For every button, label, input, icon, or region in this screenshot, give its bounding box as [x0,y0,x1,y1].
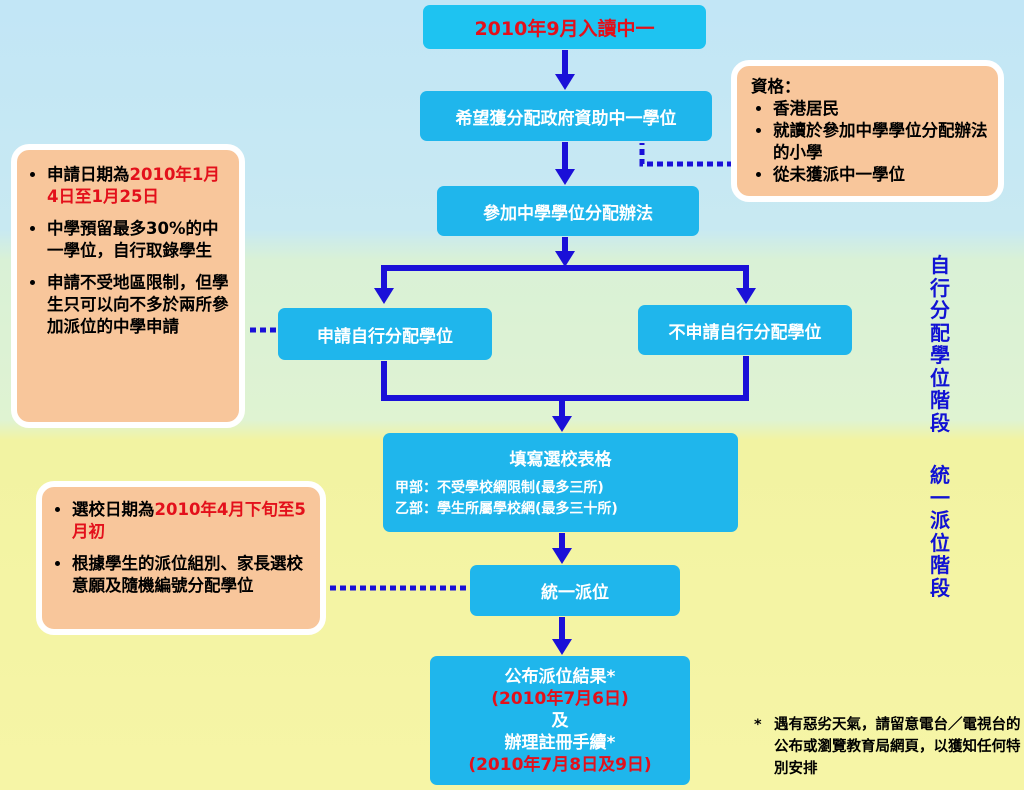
node-wish-government-place: 希望獲分配政府資助中一學位 [420,91,712,141]
note-discretionary-details: 申請日期為2010年1月4日至1月25日 中學預留最多30%的中一學位，自行取錄… [11,144,245,428]
node-announce-result: 公布派位結果* (2010年7月6日) 及 辦理註冊手續* (2010年7月8日… [430,656,690,785]
note-left-item-1: 申請日期為2010年1月4日至1月25日 [47,164,229,208]
footnote-star: * [754,717,762,733]
node-not-apply-label: 不申請自行分配學位 [668,322,822,343]
node-enter-form-one-label: 2010年9月入讀中一 [474,17,655,40]
node-enter-form-one: 2010年9月入讀中一 [423,5,706,49]
node-fill-choice-form: 填寫選校表格 甲部：不受學校網限制(最多三所) 乙部：學生所屬學校網(最多三十所… [383,433,738,532]
arrowhead [555,74,575,90]
result-line-5: (2010年7月8日及9日) [468,754,652,775]
result-line-3: 及 [551,710,569,731]
note-eligibility-heading: 資格： [751,77,801,96]
node-central-allocation-label: 統一派位 [541,583,609,603]
node-not-apply-discretionary: 不申請自行分配學位 [638,305,852,355]
note-choice-details: 選校日期為2010年4月下旬至5月初 根據學生的派位組別、家長選校意願及隨機編號… [36,481,326,635]
node-join-spa-system: 參加中學學位分配辦法 [437,186,699,236]
note-mid-item-2: 根據學生的派位組別、家長選校意願及隨機編號分配學位 [72,553,310,597]
note-eligibility: 資格： 香港居民 就讀於參加中學學位分配辦法的小學 從未獲派中一學位 [731,60,1004,202]
stage-label-central-allocation: 統一派位階段 [930,463,950,600]
arrowhead [736,288,756,304]
arrowhead [552,548,572,564]
note-mid-item-1: 選校日期為2010年4月下旬至5月初 [72,499,310,543]
split-connector [381,265,749,290]
note-eligibility-item-2: 就讀於參加中學學位分配辦法的小學 [773,120,990,164]
note-left-item-3: 申請不受地區限制，但學生只可以向不多於兩所參加派位的中學申請 [47,272,229,338]
node-apply-label: 申請自行分配學位 [317,326,453,347]
note-eligibility-item-3: 從未獲派中一學位 [773,164,990,186]
node-fill-part-a: 甲部：不受學校網限制(最多三所) [395,480,604,496]
result-line-4: 辦理註冊手續* [504,732,616,753]
node-fill-title: 填寫選校表格 [509,450,612,470]
dotted-link-eligibility [639,143,733,167]
arrowhead [374,288,394,304]
footnote: * 遇有惡劣天氣，請留意電台／電視台的公布或瀏覽教育局網頁，以獲知任何特別安排 [754,714,1024,780]
node-apply-discretionary: 申請自行分配學位 [278,308,492,360]
note-left-date: 2010年1月4日至1月25日 [47,165,220,206]
node-central-allocation: 統一派位 [470,565,680,616]
node-fill-part-b: 乙部：學生所屬學校網(最多三十所) [395,501,618,517]
result-line-2: (2010年7月6日) [491,688,629,709]
arrowhead [555,169,575,185]
node-join-label: 參加中學學位分配辦法 [483,203,653,224]
merge-connector [381,356,749,401]
arrowhead [552,416,572,432]
arrowhead [552,639,572,655]
arrowhead [555,251,575,267]
stage-label-self-allocation: 自行分配學位階段 [930,253,950,435]
note-left-item-2: 中學預留最多30%的中一學位，自行取錄學生 [47,218,229,262]
note-eligibility-item-1: 香港居民 [773,98,990,120]
footnote-text: 遇有惡劣天氣，請留意電台／電視台的公布或瀏覽教育局網頁，以獲知任何特別安排 [774,717,1021,777]
node-wish-label: 希望獲分配政府資助中一學位 [455,108,677,129]
result-line-1: 公布派位結果* [504,666,616,687]
note-mid-date: 2010年4月下旬至5月初 [72,500,306,541]
